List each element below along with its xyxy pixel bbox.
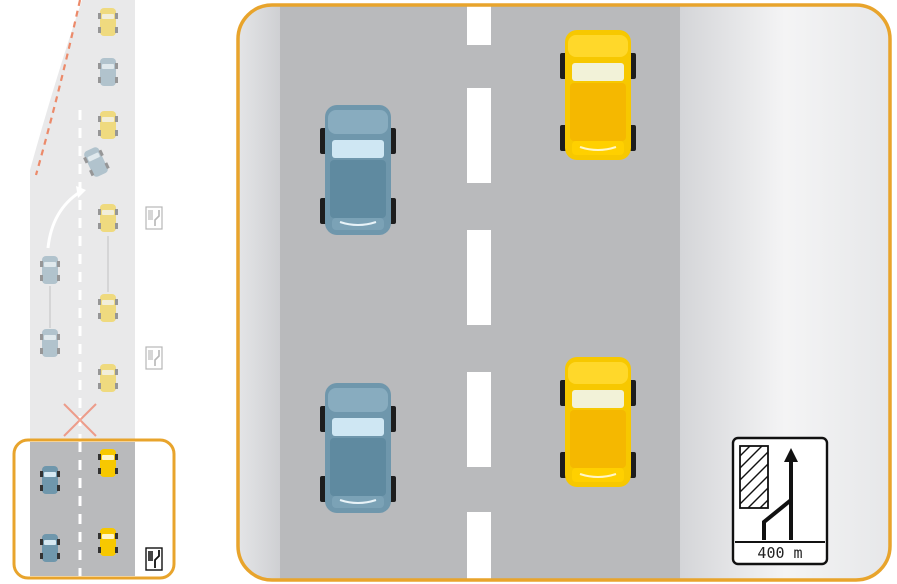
blue-car-front bbox=[320, 105, 396, 235]
detail-view: 400 m bbox=[238, 5, 890, 580]
blue-car-rear bbox=[320, 383, 396, 513]
yellow-car-front bbox=[560, 30, 636, 160]
overview-road bbox=[30, 0, 135, 440]
sign-distance-label: 400 m bbox=[757, 544, 802, 562]
left-shoulder bbox=[238, 5, 280, 580]
yellow-car-rear bbox=[560, 357, 636, 487]
overview-strip bbox=[14, 0, 174, 578]
lane-merge-sign-icon: 400 m bbox=[733, 438, 827, 564]
